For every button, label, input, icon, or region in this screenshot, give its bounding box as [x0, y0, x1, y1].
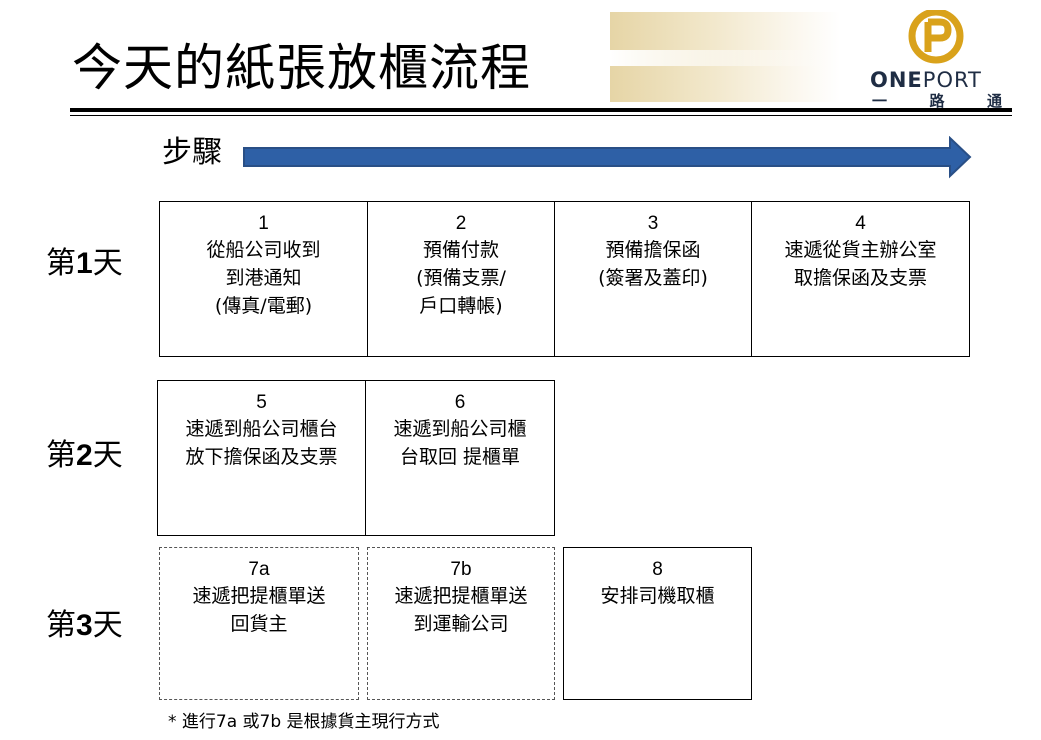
step-box-4: 4 速遞從貨主辦公室 取擔保函及支票	[751, 201, 970, 357]
step-number: 8	[652, 559, 663, 580]
step-box-1: 1 從船公司收到 到港通知 (傳真/電郵)	[159, 201, 368, 357]
step-text: 預備付款 (預備支票/ 戶口轉帳)	[416, 239, 506, 317]
step-text: 安排司機取櫃	[600, 585, 715, 607]
steps-arrow	[243, 136, 972, 179]
step-number: 1	[258, 213, 269, 234]
step-number: 2	[455, 213, 467, 234]
step-text: 速遞從貨主辦公室 取擔保函及支票	[784, 239, 937, 289]
step-box-7b: 7b 速遞把提櫃單送 到運輸公司	[367, 547, 555, 700]
title-divider-thin	[70, 115, 1012, 116]
step-text: 從船公司收到 到港通知 (傳真/電郵)	[206, 239, 321, 317]
header-decoration	[610, 12, 840, 102]
title-divider	[70, 108, 1012, 112]
step-box-7a: 7a 速遞把提櫃單送 回貨主	[159, 547, 359, 700]
step-number: 3	[647, 213, 659, 234]
oneport-p-logo-icon	[908, 10, 964, 64]
logo-subtitle: 一路通	[872, 92, 1002, 110]
oneport-logo: ONEPORT 一路通	[862, 10, 1012, 110]
step-number: 6	[454, 392, 466, 413]
step-box-2: 2 預備付款 (預備支票/ 戶口轉帳)	[367, 201, 555, 357]
step-text: 預備擔保函 (簽署及蓋印)	[598, 239, 708, 289]
step-number: 7b	[450, 559, 472, 580]
step-box-5: 5 速遞到船公司櫃台 放下擔保函及支票	[157, 380, 366, 536]
steps-label: 步驟	[162, 135, 222, 170]
day-1-label: 第1天	[46, 246, 123, 281]
day-2-label: 第2天	[46, 438, 123, 473]
footnote: * 進行7a 或7b 是根據貨主現行方式	[168, 712, 440, 732]
step-text: 速遞到船公司櫃台 放下擔保函及支票	[185, 418, 338, 468]
page-title: 今天的紙張放櫃流程	[72, 39, 531, 97]
step-number: 4	[855, 213, 866, 234]
step-number: 5	[256, 392, 267, 413]
step-box-8: 8 安排司機取櫃	[563, 547, 752, 700]
step-text: 速遞到船公司櫃 台取回 提櫃單	[393, 418, 527, 468]
logo-wordmark: ONEPORT	[870, 68, 982, 92]
step-number: 7a	[248, 559, 270, 580]
step-box-3: 3 預備擔保函 (簽署及蓋印)	[554, 201, 752, 357]
step-box-6: 6 速遞到船公司櫃 台取回 提櫃單	[365, 380, 555, 536]
step-text: 速遞把提櫃單送 到運輸公司	[394, 585, 528, 635]
step-text: 速遞把提櫃單送 回貨主	[192, 585, 326, 635]
day-3-label: 第3天	[46, 608, 123, 643]
